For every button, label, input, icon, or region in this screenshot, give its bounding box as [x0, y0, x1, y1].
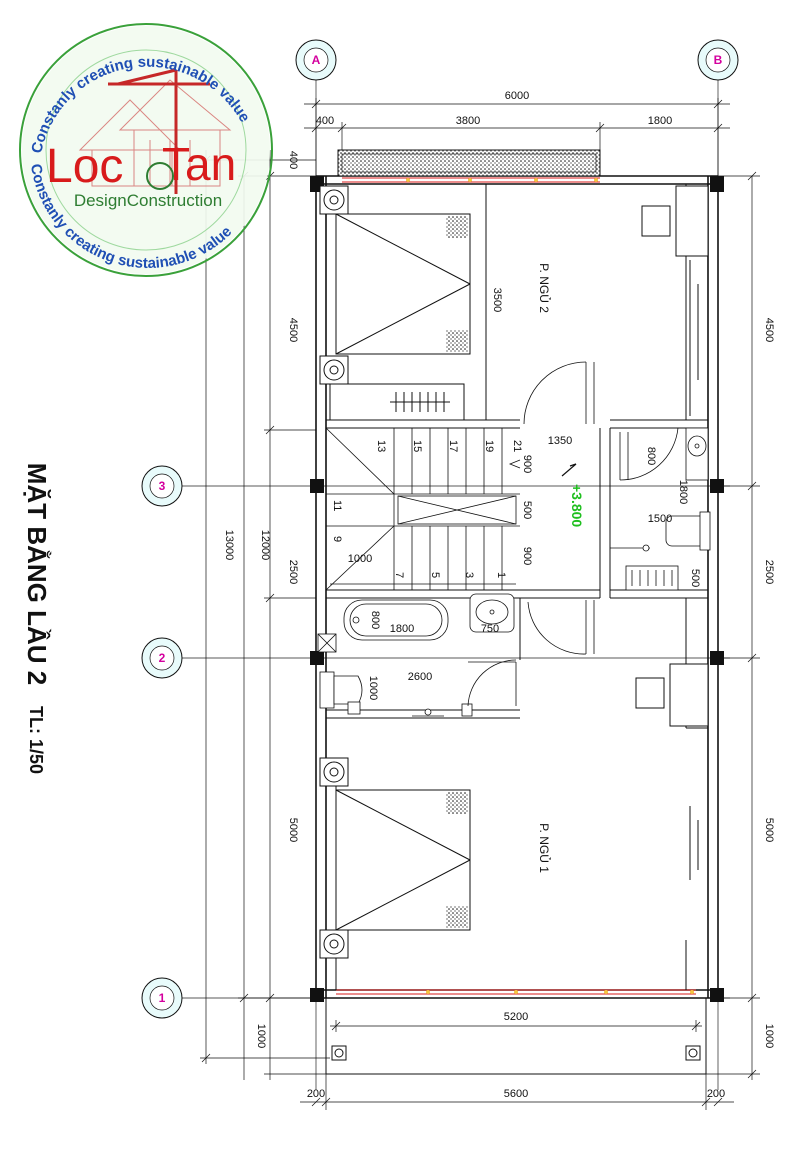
dim-right-seg-3: 1000 [763, 1024, 775, 1048]
dim-3500: 3500 [491, 288, 503, 312]
level-marker: +3.800 [561, 463, 585, 527]
dim-right-seg-2: 5000 [763, 818, 775, 842]
dim-800b: 800 [369, 611, 381, 629]
staircase [325, 427, 521, 591]
axis-label-2: 2 [159, 651, 166, 665]
bedroom-2-bed [335, 213, 471, 355]
dim-1000a: 1000 [348, 553, 372, 565]
dim-500b: 500 [689, 569, 701, 587]
stair-step-3: 3 [463, 572, 475, 578]
dim-top-right: 1800 [648, 115, 672, 127]
bedroom-2-nightstands [319, 185, 349, 385]
dim-left-seg-3: 5000 [287, 818, 299, 842]
dim-left-seg-0: 400 [287, 151, 299, 169]
dim-750: 750 [481, 623, 499, 635]
door-bedroom-2 [523, 361, 595, 425]
stair-step-13: 13 [375, 440, 387, 452]
room-label-bedroom-2: P. NGỦ 2 [537, 263, 552, 313]
bedroom-1-nightstands [319, 757, 349, 959]
window-top [342, 177, 600, 183]
dim-top-total: 6000 [505, 90, 529, 102]
dim-500a: 500 [521, 501, 533, 519]
dim-left-seg-1: 4500 [287, 318, 299, 342]
dim-left-seg-4: 1000 [255, 1024, 267, 1048]
top-planter [337, 149, 601, 177]
dim-left-overall: 13000 [223, 530, 235, 561]
dim-1500: 1500 [648, 513, 672, 525]
bedroom-1-desk [635, 663, 709, 880]
dim-right-seg-0: 4500 [763, 318, 775, 342]
dim-1000b: 1000 [367, 676, 379, 700]
top-dimension-lines [304, 98, 730, 176]
door-bathroom-center [527, 600, 595, 655]
door-wc-upper [619, 427, 679, 481]
axis-label-A: A [312, 53, 321, 67]
window-bottom [336, 989, 696, 995]
stair-step-numbers: 13 15 17 19 21 11 9 7 5 3 1 [331, 440, 523, 578]
stair-step-11: 11 [331, 500, 343, 511]
axis-label-B: B [714, 53, 723, 67]
wc-upper-right [610, 427, 711, 591]
stair-step-5: 5 [429, 572, 441, 578]
dim-1800b: 1800 [390, 623, 414, 635]
right-dimension-lines [706, 171, 760, 1080]
stair-step-19: 19 [483, 440, 495, 452]
axis-bubble-A: A [295, 39, 337, 81]
axis-bubble-1: 1 [141, 977, 183, 1019]
axis-label-1: 1 [159, 991, 166, 1005]
stair-step-9: 9 [331, 536, 343, 542]
dim-bottom-inner: 5200 [504, 1011, 528, 1023]
dim-bottom-left: 200 [307, 1088, 325, 1100]
door-wc-lower [467, 659, 517, 707]
dim-left-inner: 12000 [259, 530, 271, 561]
left-dimension-lines [200, 150, 330, 1080]
dim-900b: 900 [521, 547, 533, 565]
bedroom-1-bed [335, 789, 471, 931]
dim-right-seg-1: 2500 [763, 560, 775, 584]
drawing-title: MẶT BẰNG LẦU 2 [22, 463, 52, 685]
axis-bubble-3: 3 [141, 465, 183, 507]
columns [310, 176, 724, 1002]
dim-800a: 800 [645, 447, 657, 465]
dim-1350: 1350 [548, 435, 572, 447]
dim-left-seg-2: 2500 [287, 560, 299, 584]
bathroom-center [317, 593, 515, 653]
bedroom-2-wardrobe [329, 383, 465, 421]
stair-step-15: 15 [411, 440, 423, 452]
drawing-scale: TL: 1/50 [26, 706, 46, 774]
dim-2600: 2600 [408, 671, 432, 683]
company-logo: Loc Tan DesignConstruction Constanly cre… [19, 23, 273, 277]
logo-tagline: DesignConstruction [74, 191, 222, 210]
logo-name-part1: Loc [46, 140, 123, 193]
bottom-balcony [325, 998, 707, 1075]
stair-step-1: 1 [495, 572, 507, 578]
stair-step-7: 7 [393, 572, 405, 578]
axis-bubble-B: B [697, 39, 739, 81]
room-label-bedroom-1: P. NGỦ 1 [537, 823, 552, 873]
dim-top-mid: 3800 [456, 115, 480, 127]
level-value: +3.800 [569, 484, 585, 527]
dim-1800a: 1800 [677, 480, 689, 504]
wc-lower-left [319, 671, 473, 717]
axis-label-3: 3 [159, 479, 166, 493]
logo-name-part2: Tan [162, 138, 236, 190]
stair-step-17: 17 [447, 440, 459, 452]
dim-900a: 900 [521, 455, 533, 473]
dim-bottom-right: 200 [707, 1088, 725, 1100]
axis-bubble-2: 2 [141, 637, 183, 679]
bedroom-2-desk [641, 185, 709, 416]
stair-step-21: 21 [511, 440, 523, 452]
dim-top-left: 400 [316, 115, 334, 127]
dim-bottom-total: 5600 [504, 1088, 528, 1100]
